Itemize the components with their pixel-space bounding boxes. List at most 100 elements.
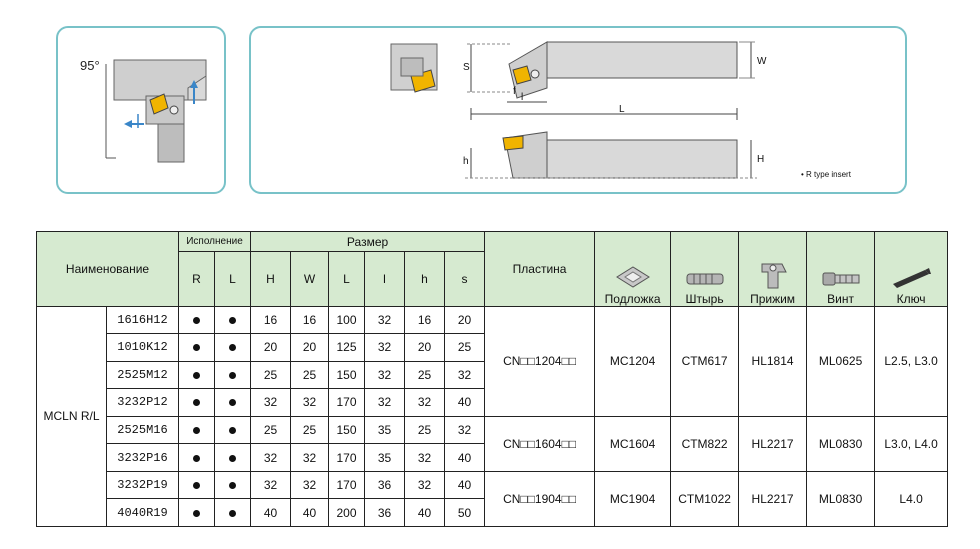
table-row: 3232P19 32 32 170 36 32 40 CN□□1904□□ MC… [37,470,949,528]
size-l: 35 [364,443,406,472]
version-r-mark [178,333,215,362]
version-l-mark [213,388,252,417]
shim-code: MC1204 [594,305,672,417]
size-L: 170 [328,388,366,417]
screw-label: Винт [827,291,854,306]
size-H: 16 [250,305,292,335]
insert-code: CN□□1204□□ [484,305,596,417]
dim-h-label: h [463,156,469,167]
version-r-mark [178,470,215,500]
size-h: 32 [404,443,446,472]
shim-code: MC1604 [594,415,672,472]
shim-code: MC1904 [594,470,672,528]
size-H-header: H [250,251,292,307]
size-h: 20 [404,333,446,362]
size-h: 16 [404,305,446,335]
size-L: 125 [328,333,366,362]
size-s: 32 [444,360,486,390]
size-s: 40 [444,388,486,417]
model-code: 4040R19 [106,498,179,527]
size-h: 25 [404,360,446,390]
version-l-mark [213,415,252,445]
model-code: 3232P16 [106,443,179,472]
model-code: 1616H12 [106,305,179,335]
version-r-header: R [178,251,215,307]
screw-code: ML0830 [806,470,876,528]
pin-icon [686,273,724,284]
approach-angle-label: 95° [80,58,100,73]
insert-code: CN□□1604□□ [484,415,596,472]
size-l: 32 [364,360,406,390]
pin-header: Штырь [670,231,740,307]
version-l-mark [213,333,252,362]
version-l-mark [213,360,252,390]
model-code: 1010K12 [106,333,179,362]
dimension-drawing: S W L l h H f • R type insert [249,26,907,194]
size-L: 150 [328,415,366,445]
shim-label: Подложка [604,291,661,306]
size-l: 36 [364,498,406,527]
table-row: 3232P12 32 32 170 32 32 40 [37,388,948,417]
size-L-header: L [328,251,366,307]
size-h-header: h [404,251,446,307]
size-H: 25 [250,415,292,445]
version-r-mark [178,388,215,417]
table-row: 4040R19 40 40 200 36 40 50 [37,498,948,527]
size-l-header: l [364,251,406,307]
key-label: Ключ [896,291,926,306]
approach-angle-diagram: 95° [56,26,226,194]
key-header: Ключ [874,231,949,307]
version-l-mark [213,470,252,500]
size-L: 100 [328,305,366,335]
hex-key-icon [893,267,932,288]
table-row: 3232P16 32 32 170 35 32 40 [37,443,948,472]
clamp-code: HL2217 [738,470,808,528]
size-H: 32 [250,388,292,417]
shim-icon [615,265,650,288]
size-W-header: W [290,251,330,307]
model-code: 3232P19 [106,470,179,500]
size-s-header: s [444,251,486,307]
size-s: 40 [444,470,486,500]
model-code: 3232P12 [106,388,179,417]
screw-code: ML0625 [806,305,876,417]
size-s: 25 [444,333,486,362]
size-W: 40 [290,498,330,527]
dim-s-label: S [463,62,470,73]
table-row: MCLN R/L 1616H12 16 16 100 32 16 20 CN□□… [36,305,949,527]
size-l: 32 [364,388,406,417]
dim-w-label: W [757,56,767,67]
size-H: 32 [250,443,292,472]
size-l: 32 [364,305,406,335]
size-H: 32 [250,470,292,500]
size-W: 32 [290,470,330,500]
model-code: 2525M16 [106,415,179,445]
size-l: 36 [364,470,406,500]
size-W: 32 [290,388,330,417]
size-L: 170 [328,470,366,500]
size-h: 25 [404,415,446,445]
version-r-mark [178,305,215,335]
family-name: MCLN R/L [36,305,107,527]
size-H: 20 [250,333,292,362]
size-H: 25 [250,360,292,390]
toolholder-dimension-icon [390,41,757,179]
shim-header: Подложка [594,231,672,307]
pin-code: CTM822 [670,415,740,472]
clamp-code: HL2217 [738,415,808,472]
size-H: 40 [250,498,292,527]
size-L: 200 [328,498,366,527]
size-W: 32 [290,443,330,472]
version-r-mark [178,443,215,472]
size-W: 16 [290,305,330,335]
version-r-mark [178,498,215,527]
key-code: L2.5, L3.0 [874,305,949,417]
table-row: 2525M16 25 25 150 35 25 32 CN□□1604□□ MC… [37,415,949,472]
size-h: 32 [404,470,446,500]
size-l: 35 [364,415,406,445]
clamp-icon [761,263,787,288]
pin-code: CTM1022 [670,470,740,528]
insert-code: CN□□1904□□ [484,470,596,528]
version-r-mark [178,415,215,445]
dim-L-label: L [619,104,625,115]
